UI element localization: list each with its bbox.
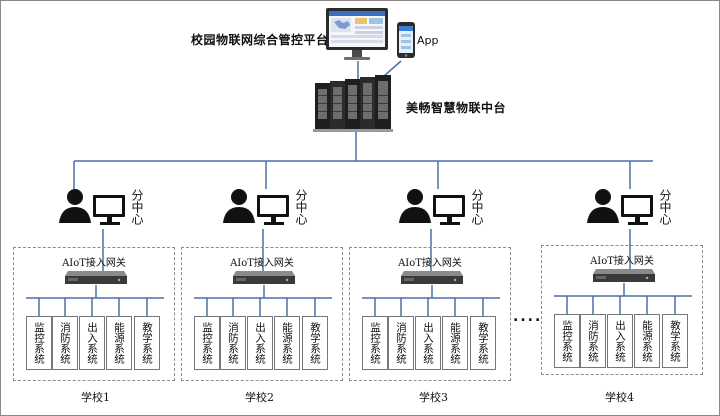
gateway-device-icon xyxy=(65,271,127,284)
system-box-teaching: 教学系统 xyxy=(134,316,160,370)
sub-center-4: 分中心 xyxy=(585,187,672,237)
system-box-energy: 能源系统 xyxy=(634,314,660,368)
sub-center-label: 分中心 xyxy=(470,189,484,225)
system-box-fire: 消防系统 xyxy=(388,316,414,370)
school-label-2: 学校2 xyxy=(245,391,274,404)
system-box-access: 出入系统 xyxy=(607,314,633,368)
server-rack-icon xyxy=(313,75,395,137)
sub-center-3: 分中心 xyxy=(397,187,484,237)
sub-center-2: 分中心 xyxy=(221,187,308,237)
system-box-energy: 能源系统 xyxy=(442,316,468,370)
system-box-teaching: 教学系统 xyxy=(302,316,328,370)
school-label-1: 学校1 xyxy=(81,391,110,404)
system-box-fire: 消防系统 xyxy=(580,314,606,368)
sub-center-label: 分中心 xyxy=(130,189,144,225)
system-box-fire: 消防系统 xyxy=(52,316,78,370)
gateway-label: AIoT接入网关 xyxy=(590,256,654,267)
operator-workstation-icon xyxy=(587,189,653,225)
school-box-2: AIoT接入网关 监控系统 消防系统 出入系统 能源系统 教学系统 xyxy=(181,247,343,381)
gateway-label: AIoT接入网关 xyxy=(230,258,294,269)
phone-icon xyxy=(396,21,416,63)
system-box-monitoring: 监控系统 xyxy=(26,316,52,370)
school-box-4: AIoT接入网关 监控系统 消防系统 出入系统 能源系统 教学系统 xyxy=(541,245,703,375)
school-label-4: 学校4 xyxy=(605,391,634,404)
system-box-energy: 能源系统 xyxy=(274,316,300,370)
more-schools-ellipsis: .... xyxy=(513,309,543,325)
system-box-access: 出入系统 xyxy=(79,316,105,370)
sub-center-label: 分中心 xyxy=(294,189,308,225)
system-box-monitoring: 监控系统 xyxy=(194,316,220,370)
system-box-access: 出入系统 xyxy=(415,316,441,370)
system-box-access: 出入系统 xyxy=(247,316,273,370)
gateway-bus xyxy=(194,285,332,316)
hub-title: 美畅智慧物联中台 xyxy=(406,101,507,115)
sub-center-1: 分中心 xyxy=(57,187,144,237)
gateway-bus xyxy=(362,285,500,316)
operator-workstation-icon xyxy=(399,189,465,225)
operator-workstation-icon xyxy=(223,189,289,225)
app-label: App xyxy=(417,34,439,47)
gateway-label: AIoT接入网关 xyxy=(62,258,126,269)
system-box-monitoring: 监控系统 xyxy=(554,314,580,368)
gateway-bus xyxy=(554,283,692,314)
gateway-device-icon xyxy=(233,271,295,284)
system-box-monitoring: 监控系统 xyxy=(362,316,388,370)
school-box-1: AIoT接入网关 监控系统 消防系统 出入系统 能源系统 教学系统 xyxy=(13,247,175,381)
gateway-device-icon xyxy=(401,271,463,284)
platform-title: 校园物联网综合管控平台 xyxy=(191,33,329,47)
system-box-energy: 能源系统 xyxy=(106,316,132,370)
platform-monitor-icon xyxy=(325,7,389,67)
operator-workstation-icon xyxy=(59,189,125,225)
system-box-fire: 消防系统 xyxy=(220,316,246,370)
sub-center-label: 分中心 xyxy=(658,189,672,225)
gateway-device-icon xyxy=(593,269,655,282)
system-box-teaching: 教学系统 xyxy=(662,314,688,368)
gateway-label: AIoT接入网关 xyxy=(398,258,462,269)
school-label-3: 学校3 xyxy=(419,391,448,404)
system-box-teaching: 教学系统 xyxy=(470,316,496,370)
school-box-3: AIoT接入网关 监控系统 消防系统 出入系统 能源系统 教学系统 xyxy=(349,247,511,381)
gateway-bus xyxy=(26,285,164,316)
